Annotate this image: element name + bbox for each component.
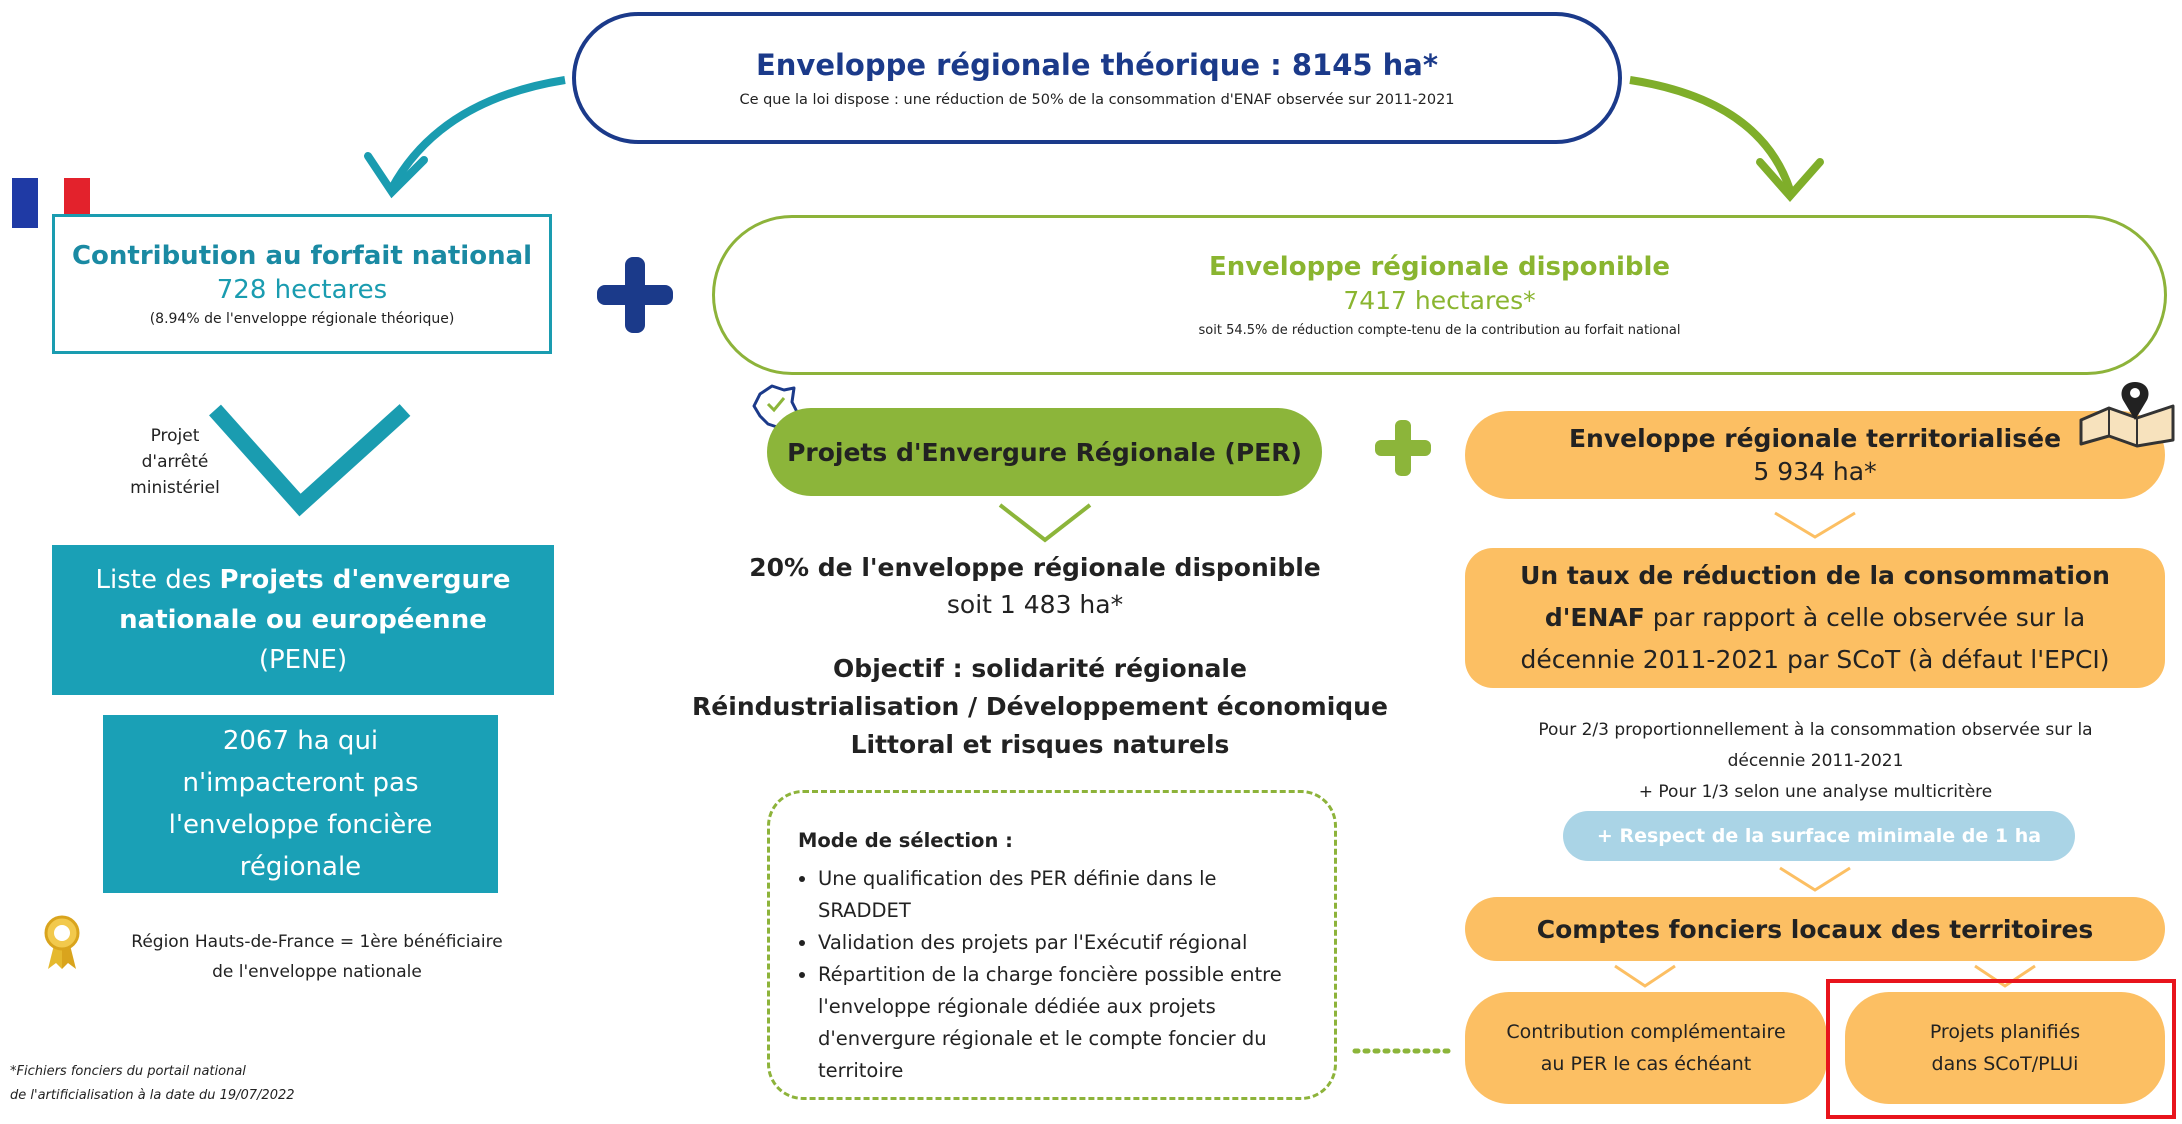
projet-arrete-label: Projet d'arrêté ministériel: [100, 423, 250, 501]
proportion-line: + Pour 1/3 selon une analyse multicritèr…: [1638, 782, 1993, 802]
selection-mode-box: Mode de sélection : Une qualification de…: [767, 790, 1337, 1100]
pene-bold: Projets d'envergure nationale ou europée…: [119, 565, 511, 635]
available-envelope-note: soit 54.5% de réduction compte-tenu de l…: [1198, 323, 1681, 338]
national-contribution-box: Contribution au forfait national 728 hec…: [52, 214, 552, 354]
chevron-down-icon-terr: [1774, 511, 1856, 539]
available-envelope-box: Enveloppe régionale disponible 7417 hect…: [712, 215, 2167, 375]
reduction-rate-line1: Un taux de réduction de la consommation: [1520, 555, 2110, 597]
per-objectives: Objectif : solidarité régionale Réindust…: [660, 650, 1420, 764]
available-envelope-title: Enveloppe régionale disponible: [1208, 252, 1671, 282]
chevron-down-icon-planif: [1974, 964, 2036, 988]
arrow-head-available: [1756, 158, 1824, 203]
projet-line: Projet: [150, 426, 200, 446]
highlight-frame: [1826, 979, 2176, 1119]
national-contribution-title: Contribution au forfait national: [71, 241, 533, 271]
footnote-line: *Fichiers fonciers du portail national: [10, 1064, 246, 1079]
local-land-accounts-title: Comptes fonciers locaux des territoires: [1536, 914, 2094, 944]
complementary-contribution-box: Contribution complémentaire au PER le ca…: [1465, 992, 1827, 1104]
planned-projects-line: dans SCoT/PLUi: [1931, 1053, 2079, 1075]
footnote: *Fichiers fonciers du portail national d…: [10, 1060, 410, 1108]
per-objective: Réindustrialisation / Développement écon…: [692, 692, 1388, 721]
territorial-envelope-title: Enveloppe régionale territorialisée: [1568, 424, 2062, 453]
chevron-down-icon-respect: [1779, 866, 1851, 892]
minimum-surface-box: + Respect de la surface minimale de 1 ha: [1563, 811, 2075, 861]
proportion-line: décennie 2011-2021: [1727, 751, 1904, 771]
reduction-rate-box: Un taux de réduction de la consommation …: [1465, 548, 2165, 688]
selection-mode-item: Répartition de la charge foncière possib…: [818, 959, 1312, 1087]
pene-suffix: (PENE): [258, 645, 348, 675]
theoretical-envelope-subtitle: Ce que la loi dispose : une réduction de…: [739, 92, 1455, 108]
minimum-surface-text: + Respect de la surface minimale de 1 ha: [1596, 825, 2042, 847]
complementary-contribution-line: Contribution complémentaire: [1506, 1021, 1786, 1043]
arrow-head-national: [364, 152, 428, 199]
reduction-rate-line2: d'ENAF par rapport à celle observée sur …: [1545, 597, 2085, 639]
per-share-value: soit 1 483 ha*: [946, 590, 1124, 619]
pene-prefix: Liste des: [95, 565, 220, 595]
pene-text: Liste des Projets d'envergure nationale …: [83, 560, 523, 640]
per-share-title: 20% de l'enveloppe régionale disponible: [749, 553, 1321, 582]
chevron-down-icon: [209, 404, 411, 517]
national-contribution-note: (8.94% de l'enveloppe régionale théoriqu…: [149, 311, 455, 327]
impact-text: 2067 ha qui n'impacteront pas l'envelopp…: [168, 726, 433, 882]
selection-mode-list: Une qualification des PER définie dans l…: [798, 863, 1312, 1087]
selection-mode-item: Validation des projets par l'Exécutif ré…: [818, 927, 1312, 959]
plus-icon-green: [1375, 420, 1431, 476]
hdf-beneficiary-text: Région Hauts-de-France = 1ère bénéficiai…: [82, 927, 552, 987]
per-objective: Objectif : solidarité régionale: [833, 654, 1247, 683]
territorial-envelope-value: 5 934 ha*: [1753, 457, 1877, 486]
complementary-contribution-line: au PER le cas échéant: [1540, 1053, 1752, 1075]
theoretical-envelope-title: Enveloppe régionale théorique : 8145 ha*: [755, 48, 1439, 82]
planned-projects-box: Projets planifiés dans SCoT/PLUi: [1845, 992, 2165, 1104]
reduction-rate-line3: décennie 2011-2021 par SCoT (à défaut l'…: [1520, 645, 2110, 674]
arrow-to-national: [388, 76, 566, 190]
arrow-to-available: [1629, 76, 1794, 192]
projet-line: ministériel: [130, 478, 220, 498]
chevron-down-icon-per: [998, 503, 1092, 543]
hdf-line: Région Hauts-de-France = 1ère bénéficiai…: [131, 932, 503, 952]
reduction-rate-rest: par rapport à celle observée sur la: [1644, 603, 2086, 632]
per-share: 20% de l'enveloppe régionale disponible …: [690, 553, 1380, 619]
local-land-accounts-box: Comptes fonciers locaux des territoires: [1465, 897, 2165, 961]
selection-mode-title: Mode de sélection :: [798, 829, 1013, 852]
hdf-line: de l'enveloppe nationale: [212, 962, 422, 982]
medal-icon: [44, 915, 80, 969]
projet-line: d'arrêté: [141, 452, 209, 472]
selection-mode-item: Une qualification des PER définie dans l…: [818, 863, 1312, 927]
footnote-line: de l'artificialisation à la date du 19/0…: [10, 1088, 295, 1103]
theoretical-envelope-box: Enveloppe régionale théorique : 8145 ha*…: [572, 12, 1622, 144]
per-objective: Littoral et risques naturels: [850, 730, 1230, 759]
reduction-rate-bold: Un taux de réduction de la consommation: [1520, 561, 2110, 590]
national-contribution-value: 728 hectares: [216, 275, 388, 305]
proportion-line: Pour 2/3 proportionnellement à la consom…: [1538, 720, 2093, 740]
territorial-envelope-box: Enveloppe régionale territorialisée 5 93…: [1465, 411, 2165, 499]
chevron-down-icon-contrib: [1614, 964, 1676, 988]
impact-box: 2067 ha qui n'impacteront pas l'envelopp…: [103, 715, 498, 893]
per-title: Projets d'Envergure Régionale (PER): [787, 437, 1302, 467]
proportion-text: Pour 2/3 proportionnellement à la consom…: [1463, 715, 2168, 808]
plus-icon: [597, 257, 673, 333]
map-pin-icon: [2079, 382, 2175, 448]
planned-projects-line: Projets planifiés: [1929, 1021, 2081, 1043]
pene-box: Liste des Projets d'envergure nationale …: [52, 545, 554, 695]
available-envelope-value: 7417 hectares*: [1343, 286, 1536, 315]
per-box: Projets d'Envergure Régionale (PER): [767, 408, 1322, 496]
reduction-rate-enaf: d'ENAF: [1544, 603, 1645, 632]
